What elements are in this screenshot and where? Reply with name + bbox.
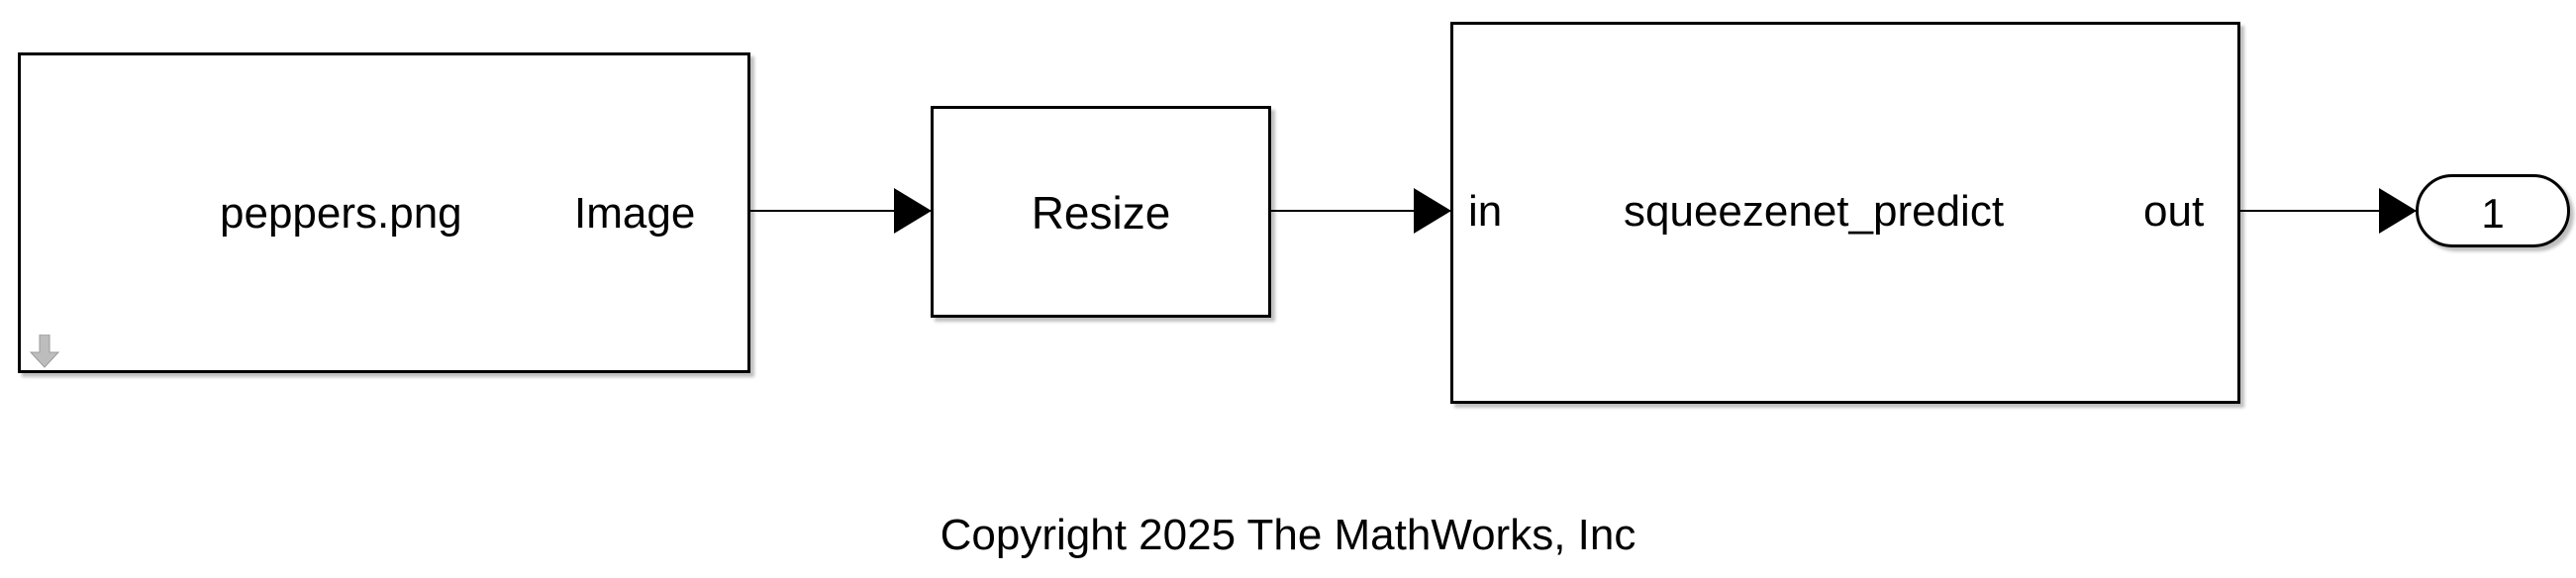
signal-line-source-to-resize[interactable]	[749, 210, 934, 212]
squeezenet-predict-block[interactable]	[1450, 22, 2240, 404]
resize-block[interactable]	[931, 106, 1271, 318]
predict-input-port-label: in	[1468, 187, 1503, 236]
image-source-output-port-label: Image	[574, 189, 696, 238]
arrow-right-icon	[1414, 188, 1451, 234]
arrow-right-icon	[2379, 188, 2417, 234]
copyright-text: Copyright 2025 The MathWorks, Inc	[940, 511, 1636, 559]
signal-line-predict-to-outport[interactable]	[2240, 210, 2421, 212]
predict-block-name-label: squeezenet_predict	[1624, 187, 2005, 236]
resize-block-label: Resize	[1031, 187, 1171, 239]
outport-block[interactable]	[2416, 174, 2570, 247]
image-source-block[interactable]	[18, 52, 750, 373]
predict-output-port-label: out	[2143, 187, 2205, 236]
down-arrow-icon[interactable]	[30, 335, 59, 368]
arrow-right-icon	[894, 188, 932, 234]
signal-line-resize-to-predict[interactable]	[1270, 210, 1454, 212]
image-source-filename-label: peppers.png	[220, 189, 462, 238]
outport-number-label: 1	[2481, 190, 2505, 237]
